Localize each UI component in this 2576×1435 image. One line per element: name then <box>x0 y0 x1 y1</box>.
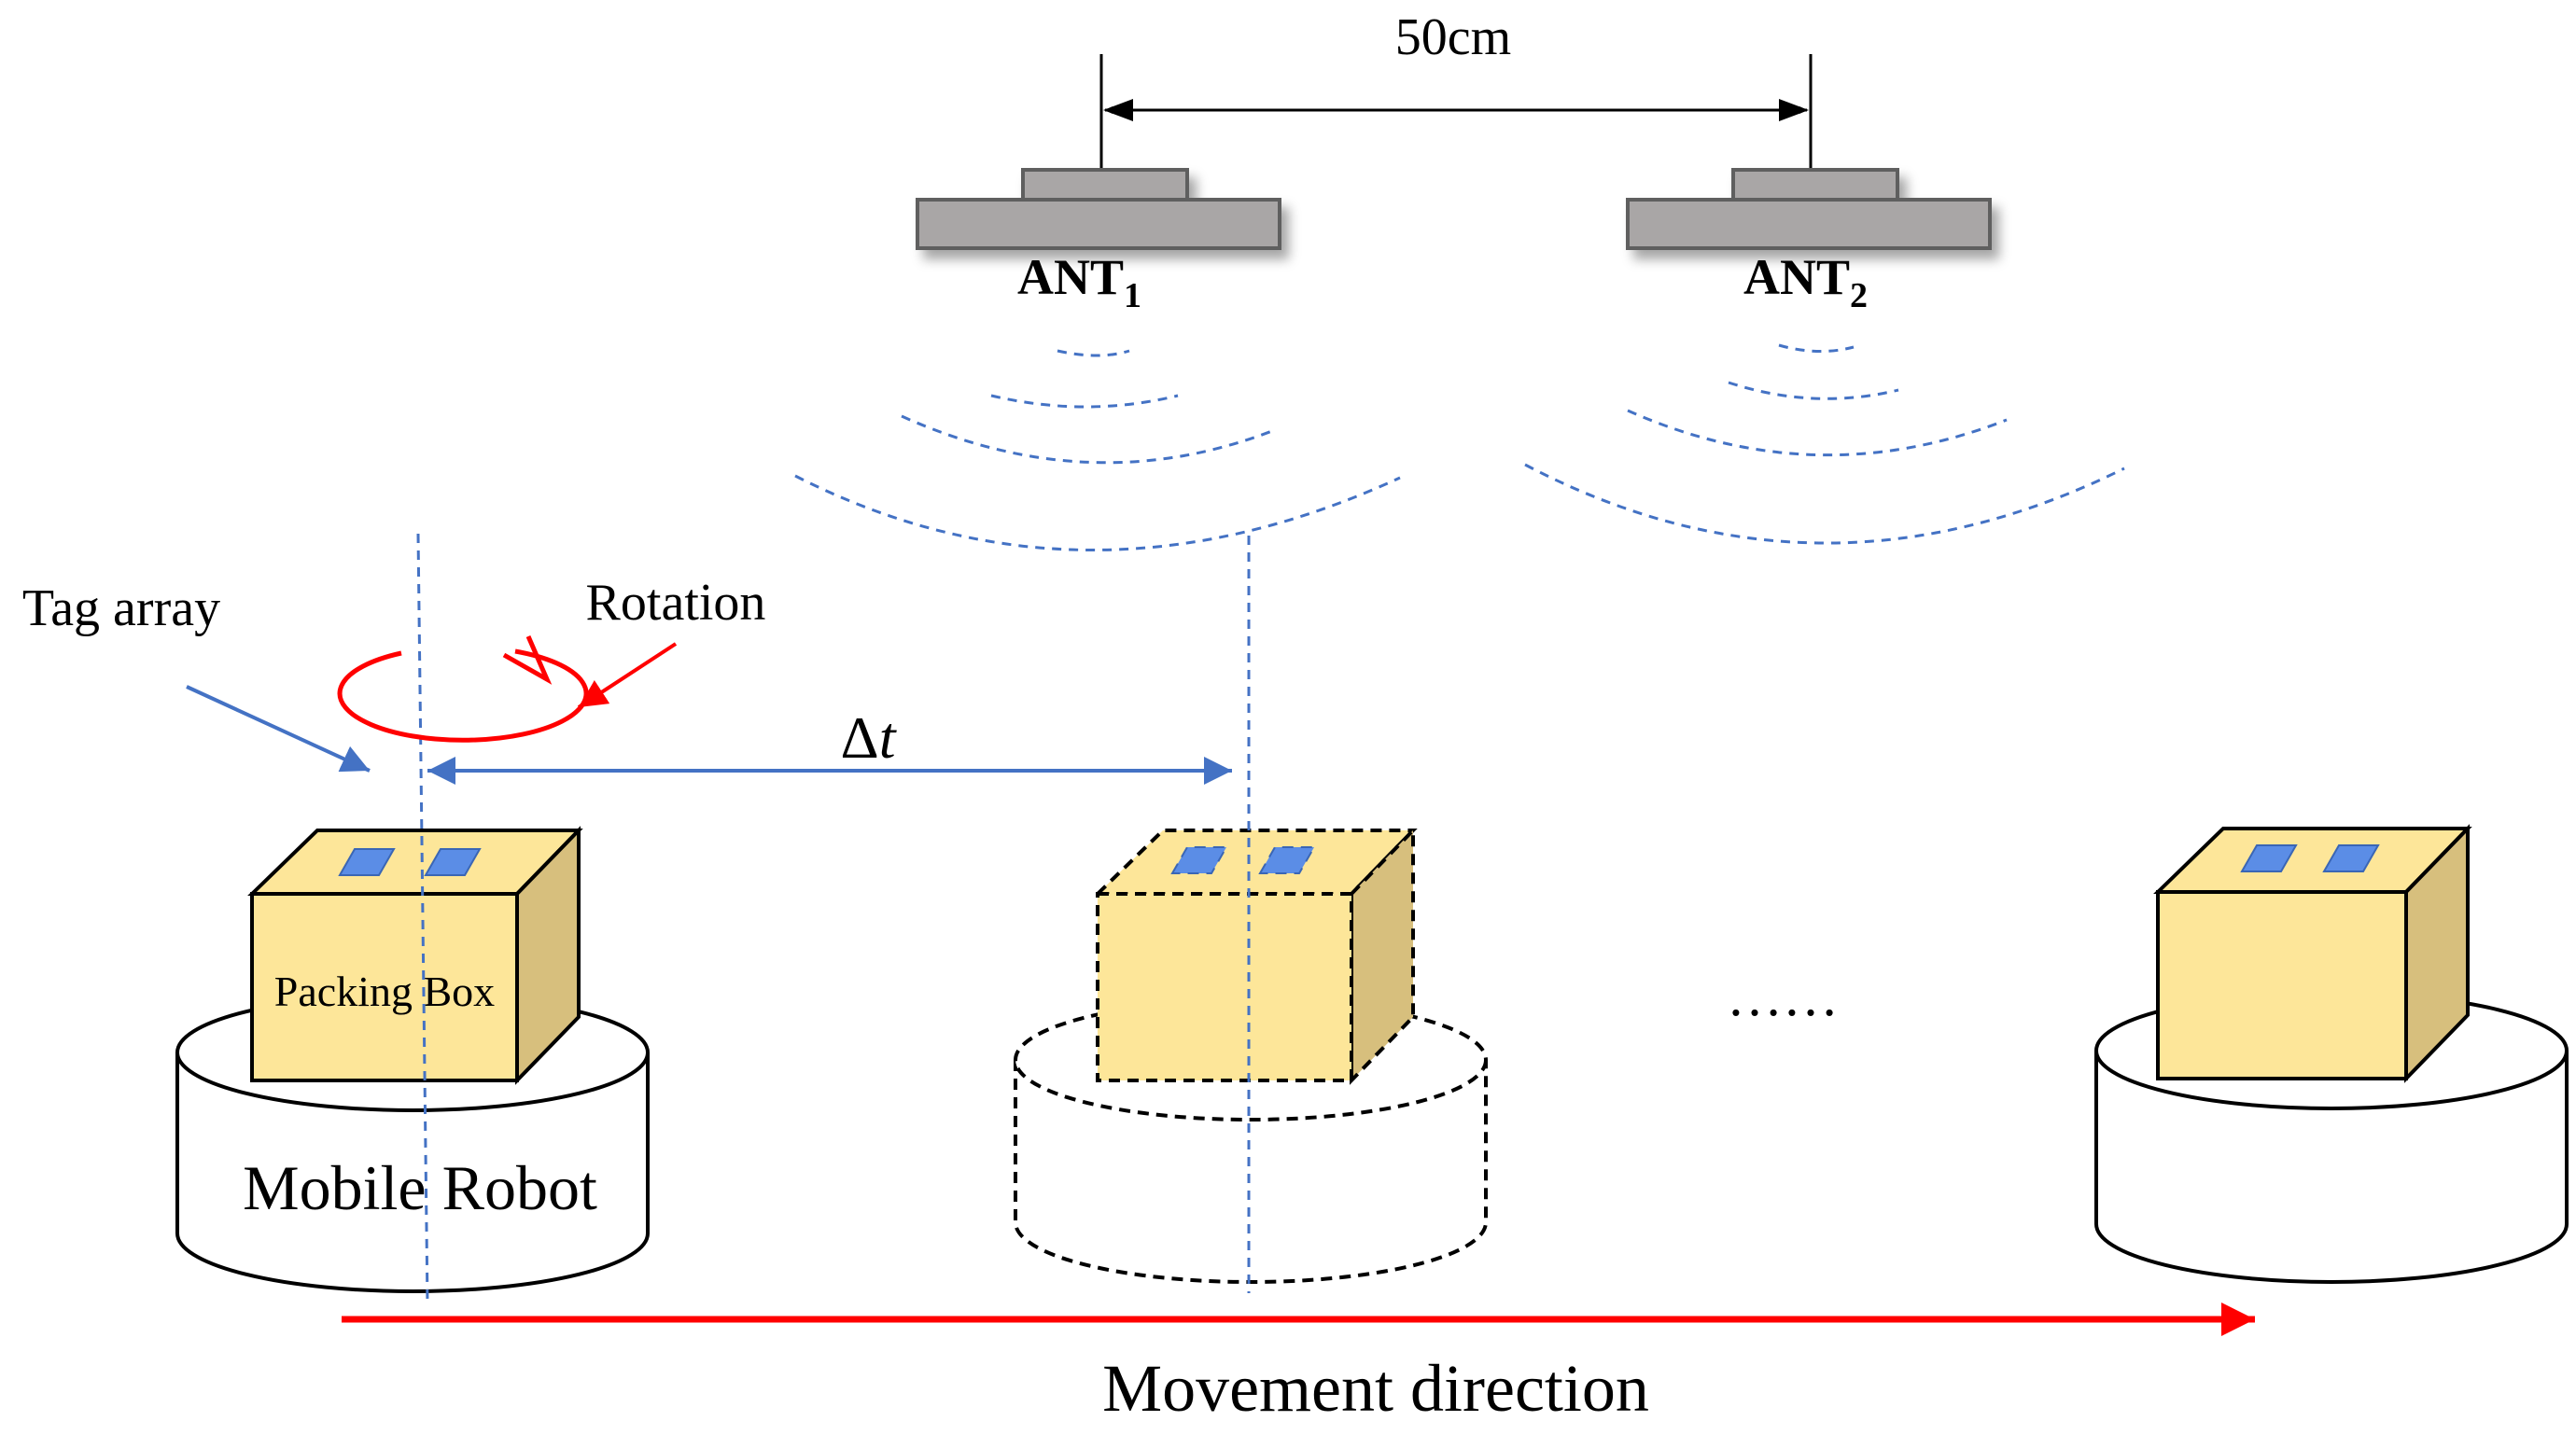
box-3-front <box>2156 890 2408 1080</box>
rotation-label: Rotation <box>586 574 766 632</box>
antenna-1-top <box>1021 168 1189 203</box>
rfid-tag <box>338 848 396 876</box>
antenna-distance-dimension: 50cm <box>1099 8 1813 170</box>
robot-2-body <box>1014 1060 1488 1284</box>
distance-label: 50cm <box>1395 8 1511 66</box>
box-1-front <box>250 892 519 1082</box>
packing-box-3 <box>2153 824 2472 1083</box>
wave-arc <box>1728 381 1899 400</box>
packing-box-1: Packing Box <box>247 826 583 1085</box>
box-2-front <box>1096 892 1353 1082</box>
robot-3-body <box>2094 1051 2569 1284</box>
wave-arc <box>1778 343 1855 353</box>
rotation-ellipse <box>337 648 589 743</box>
wave-arc <box>901 414 1278 465</box>
antenna-2-base <box>1626 198 1992 250</box>
rfid-tag <box>2240 844 2298 872</box>
antenna-1-label: ANT1 <box>1017 249 1141 315</box>
ellipsis: …… <box>1727 966 1839 1027</box>
mobile-robot-label: Mobile Robot <box>243 1152 597 1223</box>
rfid-tag <box>1170 846 1228 874</box>
delta-t-interval: Δt <box>427 704 1232 785</box>
antenna-1-base <box>916 198 1281 250</box>
robot-1-body <box>175 1052 650 1293</box>
rotation-pointer-arrow <box>577 642 678 709</box>
dimension-arrowhead-right <box>1779 99 1809 121</box>
robot-1-center-guide <box>416 533 429 1305</box>
packing-box-2-ghost <box>1093 826 1418 1085</box>
movement-direction-label: Movement direction <box>1102 1351 1649 1426</box>
wave-arc <box>990 394 1179 409</box>
dimension-arrowhead-left <box>1103 99 1133 121</box>
rfid-tag <box>2322 844 2380 872</box>
box-2-side <box>1350 826 1415 1085</box>
delta-t-label: Δt <box>841 704 898 771</box>
rotation-indicator: Rotation <box>337 574 766 743</box>
wave-arc <box>1524 463 2125 545</box>
rotation-arrow-head <box>502 635 553 685</box>
rfid-tag <box>1258 846 1316 874</box>
tag-array-label: Tag array <box>22 579 220 637</box>
wave-arc <box>1627 409 2008 457</box>
tag-array-pointer-arrow <box>186 685 371 773</box>
antenna-2-signal-waves <box>1524 343 2125 545</box>
wave-arc <box>1057 349 1130 357</box>
movement-direction: Movement direction <box>342 1303 2255 1426</box>
antenna-1-signal-waves <box>794 349 1401 551</box>
antenna-2-top <box>1731 168 1899 203</box>
antenna-2-label: ANT2 <box>1743 249 1868 315</box>
tag-array-annotation: Tag array <box>22 579 371 773</box>
packing-box-label: Packing Box <box>274 968 495 1015</box>
wave-arc <box>794 474 1401 551</box>
rfid-tag <box>424 848 482 876</box>
antenna-1 <box>916 168 1281 250</box>
antenna-2 <box>1626 168 1992 250</box>
